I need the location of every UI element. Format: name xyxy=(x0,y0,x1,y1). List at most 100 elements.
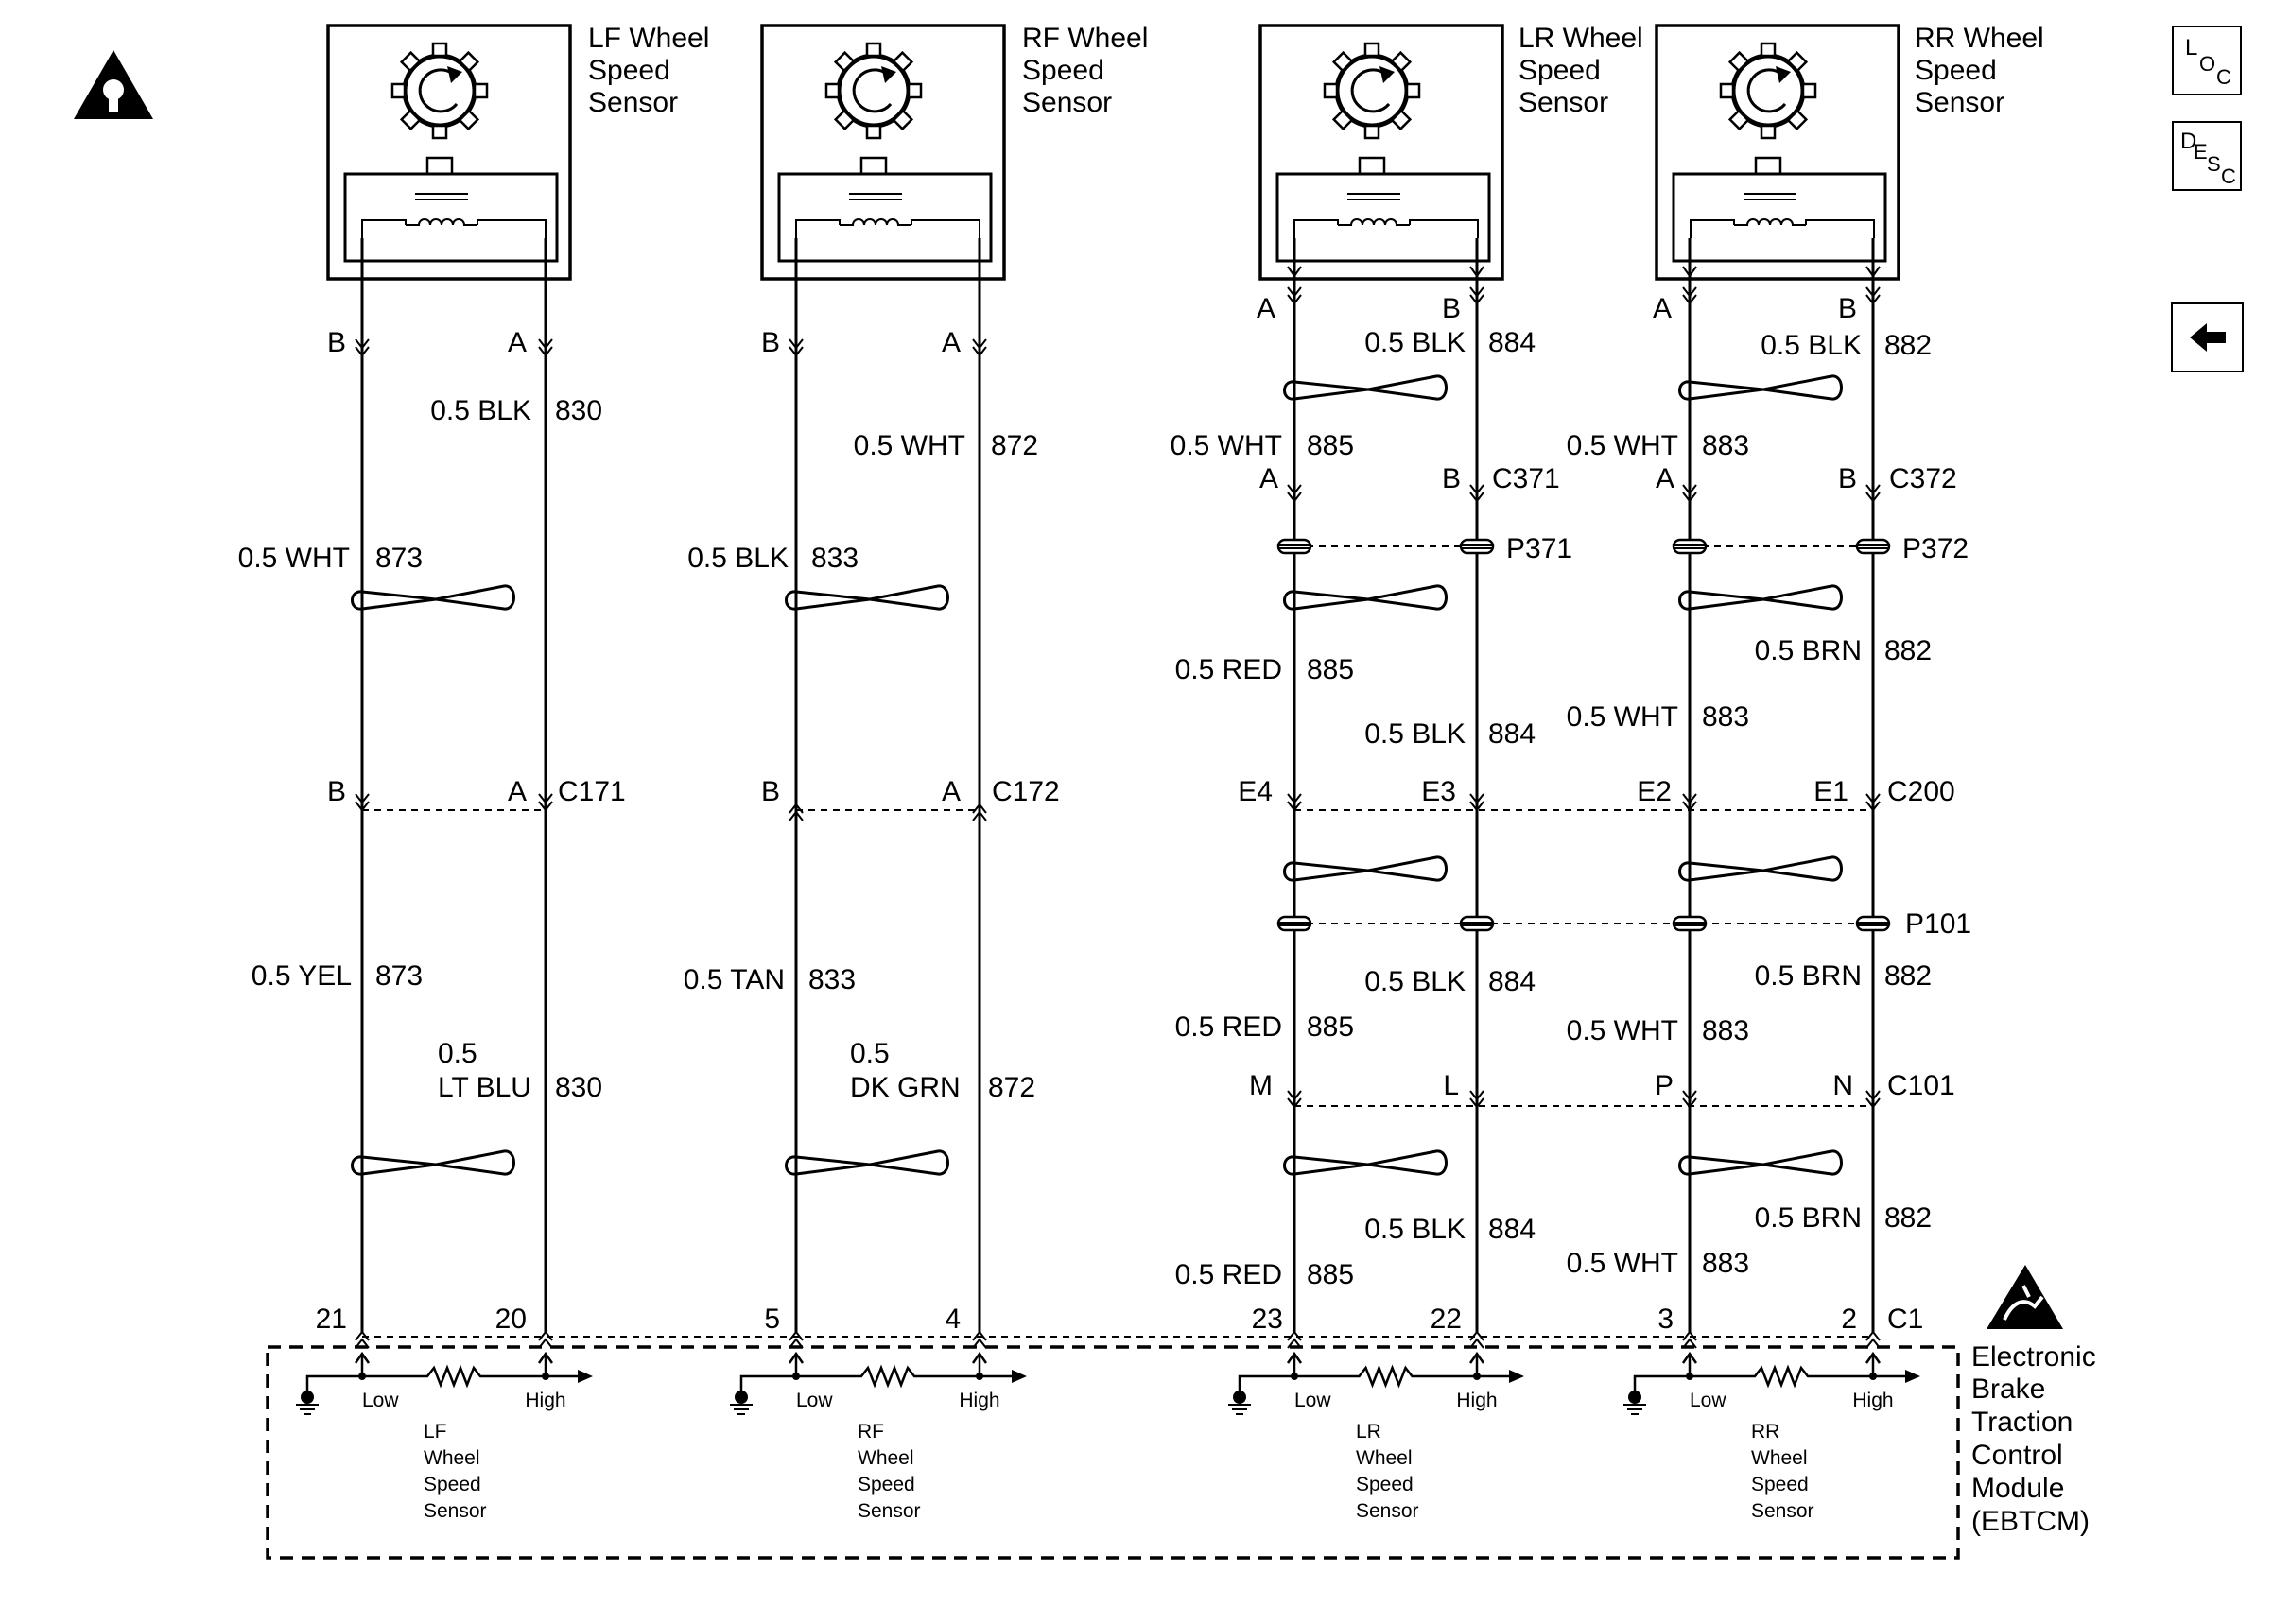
wire-color: 0.5 BRN xyxy=(1755,960,1862,992)
wire-color: 0.5 RED xyxy=(1175,1011,1282,1043)
pin-label: A xyxy=(1257,293,1275,324)
internal-sensor-label: Speed xyxy=(1751,1474,1809,1495)
pin-label: A xyxy=(508,327,527,358)
wire-color: 0.5 WHT xyxy=(854,430,965,461)
pin-label: B xyxy=(1442,463,1461,494)
module-name-line: Brake xyxy=(1971,1373,2045,1405)
internal-sensor-label: Speed xyxy=(424,1474,481,1495)
sensor-rf: RF Wheel Speed Sensor xyxy=(760,23,1148,281)
circuit-number: 885 xyxy=(1307,1259,1354,1290)
circuit-number: 833 xyxy=(811,543,859,574)
high-label: High xyxy=(1456,1390,1497,1411)
pin-number: 2 xyxy=(1841,1304,1857,1335)
pin-label: B xyxy=(761,776,780,807)
circuit-number: 882 xyxy=(1884,960,1932,992)
circuit-number: 884 xyxy=(1488,718,1536,750)
connector-dash-lines xyxy=(362,809,1873,1338)
circuit-number: 883 xyxy=(1702,1248,1749,1279)
loc-letter: O xyxy=(2199,52,2216,76)
description-button[interactable]: D E S C xyxy=(2172,121,2242,191)
lr-circuit: A B 0.5 BLK 884 0.5 WHT 885 A B C371 P37… xyxy=(1171,266,1572,1290)
module-name-line: Electronic xyxy=(1971,1341,2096,1373)
back-button[interactable] xyxy=(2171,302,2244,372)
pin-label: A xyxy=(1259,463,1278,494)
sensor-rr: RR Wheel Speed Sensor xyxy=(1655,23,2044,281)
esd-icon xyxy=(1987,1265,2063,1329)
pin-label: E3 xyxy=(1421,776,1456,807)
sensor-title-line: Sensor xyxy=(588,87,678,118)
pin-number: 20 xyxy=(495,1304,527,1335)
internal-sensor-label: LR xyxy=(1356,1421,1381,1443)
pin-label: P xyxy=(1655,1070,1674,1101)
wire-color: 0.5 RED xyxy=(1175,654,1282,685)
wire-color: DK GRN xyxy=(850,1072,961,1103)
pin-label: B xyxy=(327,776,346,807)
circuit-number: 830 xyxy=(555,395,602,426)
internal-sensor-label: RR xyxy=(1751,1421,1779,1443)
circuit-number: 882 xyxy=(1884,330,1932,361)
sensor-title-line: Speed xyxy=(1518,55,1601,86)
low-label: Low xyxy=(362,1390,399,1411)
wires xyxy=(360,238,1875,1333)
connector-label: C172 xyxy=(992,776,1060,807)
internal-sensor-label: Sensor xyxy=(1356,1500,1419,1522)
wire-color: 0.5 BLK xyxy=(687,543,789,574)
caution-icon[interactable] xyxy=(74,50,153,119)
internal-sensor-label: Wheel xyxy=(1356,1447,1413,1469)
low-label: Low xyxy=(1294,1390,1331,1411)
connector-label: P101 xyxy=(1905,908,1971,940)
pin-number: 3 xyxy=(1657,1304,1674,1335)
connector-label: C171 xyxy=(558,776,626,807)
rr-circuit: A B 0.5 BLK 882 0.5 WHT 883 A B C372 P37… xyxy=(1567,266,1971,1279)
connector-label: P371 xyxy=(1506,533,1572,564)
wire-color: 0.5 WHT xyxy=(1567,1015,1678,1046)
module-name-line: Traction xyxy=(1971,1407,2073,1438)
sensor-title-line: Sensor xyxy=(1518,87,1608,118)
circuit-number: 884 xyxy=(1488,327,1536,358)
circuit-number: 830 xyxy=(555,1072,602,1103)
wire-color: 0.5 BLK xyxy=(1761,330,1862,361)
wire-color: 0.5 BRN xyxy=(1755,635,1862,666)
pin-number: 23 xyxy=(1252,1304,1283,1335)
wire-color: 0.5 WHT xyxy=(238,543,350,574)
sensor-lf: LF Wheel Speed Sensor xyxy=(326,23,709,281)
wire-color: 0.5 BRN xyxy=(1755,1202,1862,1234)
wire-color: 0.5 WHT xyxy=(1171,430,1282,461)
connector-label: P372 xyxy=(1902,533,1969,564)
desc-letter: C xyxy=(2221,164,2236,188)
ground-icon xyxy=(730,1391,753,1415)
pin-label: A xyxy=(1653,293,1672,324)
internal-sensor-label: Wheel xyxy=(858,1447,914,1469)
wire-color: 0.5 BLK xyxy=(1364,966,1466,997)
connector-label: C1 xyxy=(1887,1304,1923,1335)
wire-color: 0.5 TAN xyxy=(684,964,785,995)
wire-color: 0.5 YEL xyxy=(252,960,352,992)
sensor-title-line: Speed xyxy=(1022,55,1104,86)
wire-color: 0.5 BLK xyxy=(1364,327,1466,358)
circuit-number: 833 xyxy=(808,964,856,995)
circuit-number: 885 xyxy=(1307,654,1354,685)
circuit-number: 873 xyxy=(375,543,423,574)
circuit-number: 882 xyxy=(1884,635,1932,666)
location-button[interactable]: L O C xyxy=(2172,26,2242,95)
circuit-number: 883 xyxy=(1702,430,1749,461)
pin-number: 22 xyxy=(1431,1304,1462,1335)
ground-icon xyxy=(1623,1391,1646,1415)
pin-number: 5 xyxy=(764,1304,780,1335)
sensor-title-line: Speed xyxy=(1915,55,1997,86)
module-name-line: Module xyxy=(1971,1473,2064,1504)
wire-color: 0.5 xyxy=(438,1038,477,1069)
internal-sensor-label: Sensor xyxy=(858,1500,921,1522)
sensor-title-line: RF Wheel xyxy=(1022,23,1148,54)
sensor-title-line: LF Wheel xyxy=(588,23,709,54)
pin-label: B xyxy=(327,327,346,358)
sensor-title-line: LR Wheel xyxy=(1518,23,1643,54)
pin-label: B xyxy=(761,327,780,358)
pin-label: E4 xyxy=(1238,776,1273,807)
wire-color: 0.5 WHT xyxy=(1567,701,1678,733)
sensor-title-line: RR Wheel xyxy=(1915,23,2044,54)
wire-color: 0.5 BLK xyxy=(1364,718,1466,750)
pin-label: E2 xyxy=(1637,776,1672,807)
